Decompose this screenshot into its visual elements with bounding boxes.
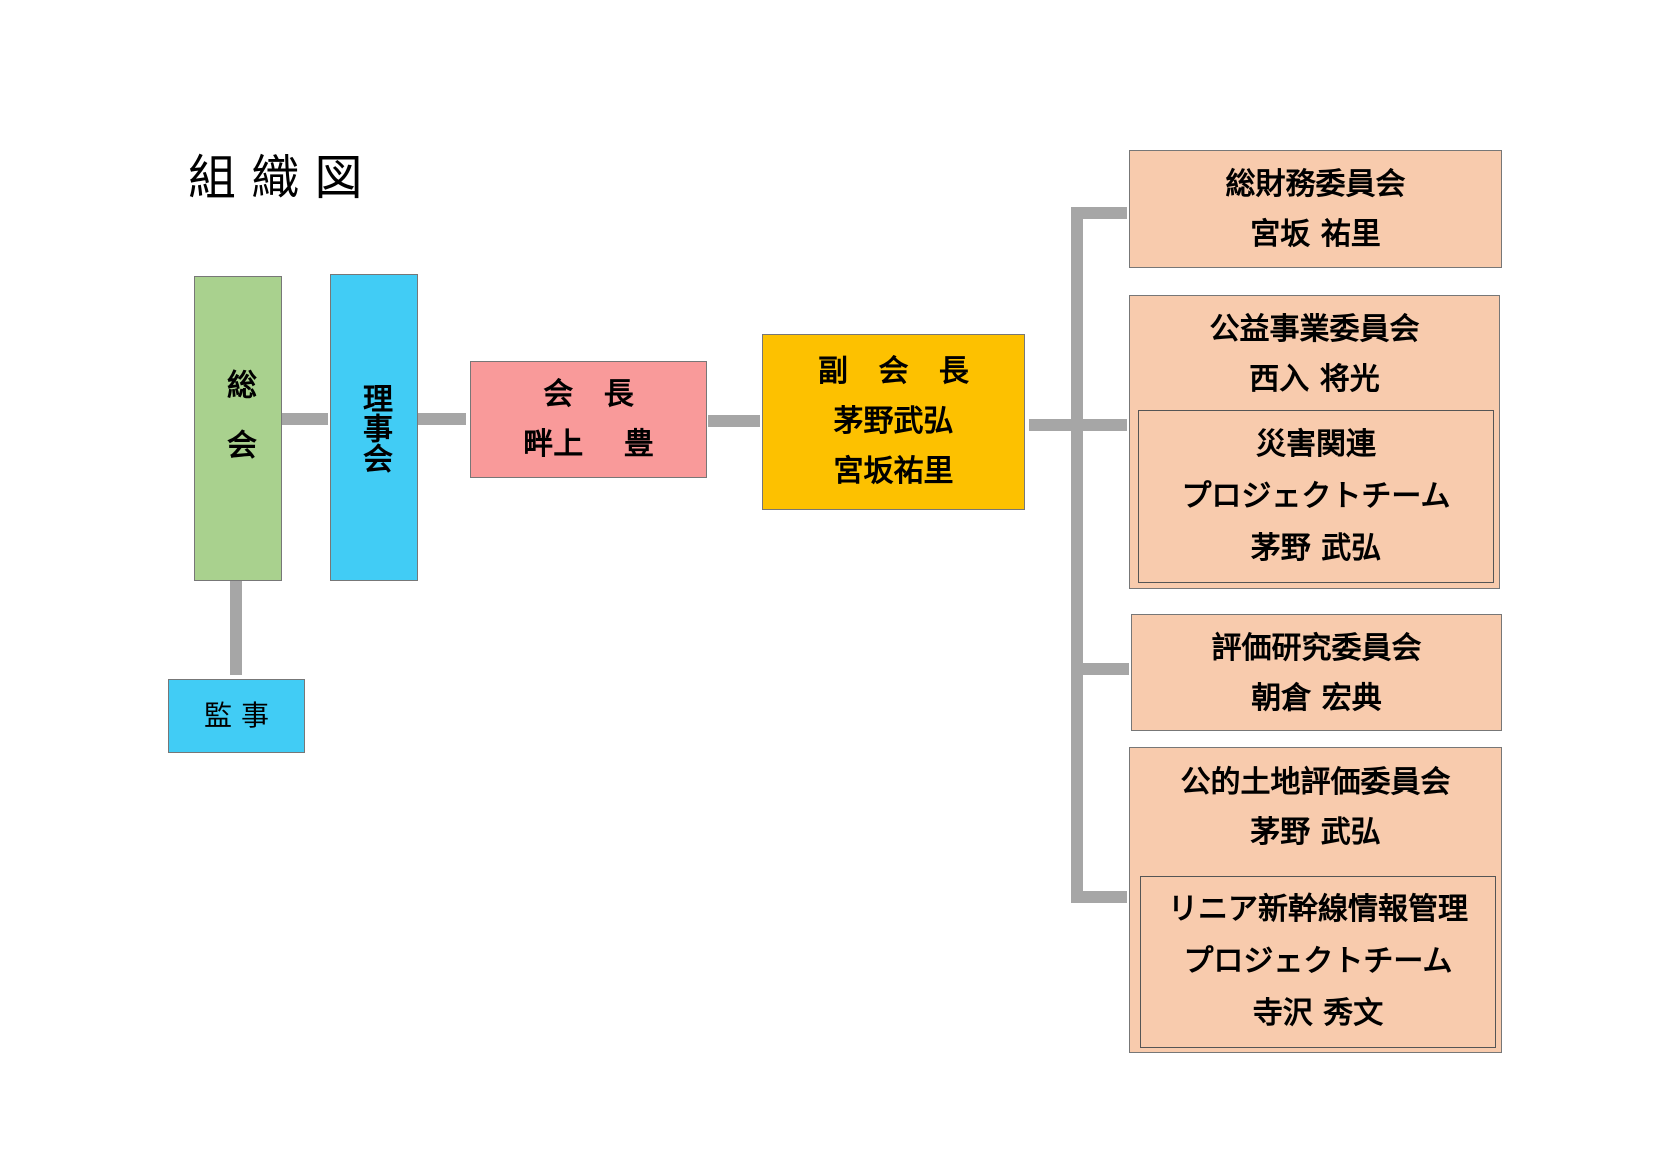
general-meeting-box: 総会 <box>194 276 282 581</box>
president-box: 会 長 畔上 豊 <box>470 361 707 478</box>
connector-meeting-auditor <box>230 581 242 675</box>
project-team-1-line-3: 茅野 武弘 <box>1250 530 1382 566</box>
connector-trunk <box>1071 207 1083 903</box>
committee-box-4: 公的土地評価委員会 茅野 武弘 リニア新幹線情報管理 プロジェクトチーム 寺沢 … <box>1129 747 1502 1053</box>
connector-branch-3 <box>1071 663 1129 675</box>
president-name: 畔上 豊 <box>523 426 654 462</box>
connector-meeting-board <box>282 413 328 425</box>
connector-president-vice <box>708 415 760 427</box>
committee-box-2: 公益事業委員会 西入 将光 災害関連 プロジェクトチーム 茅野 武弘 <box>1129 295 1500 589</box>
committee-name-2: 公益事業委員会 <box>1209 312 1420 347</box>
vice-president-name-1: 茅野武弘 <box>833 404 954 439</box>
project-team-2-line-3: 寺沢 秀文 <box>1252 996 1384 1031</box>
auditor-label: 監 事 <box>204 699 269 732</box>
page-title: 組 織 図 <box>188 150 363 206</box>
connector-vice-trunk <box>1029 419 1077 431</box>
vice-president-name-2: 宮坂祐里 <box>833 454 954 489</box>
connector-board-president <box>418 413 466 425</box>
vice-president-box: 副 会 長 茅野武弘 宮坂祐里 <box>762 334 1025 510</box>
committee-name-3: 評価研究委員会 <box>1211 631 1422 666</box>
connector-branch-4 <box>1071 891 1127 903</box>
project-team-box-1: 災害関連 プロジェクトチーム 茅野 武弘 <box>1138 410 1494 583</box>
committee-name-1: 総財務委員会 <box>1225 167 1406 202</box>
president-role: 会 長 <box>543 376 634 412</box>
board-label: 理事会 <box>357 382 392 473</box>
committee-box-3: 評価研究委員会 朝倉 宏典 <box>1131 614 1502 731</box>
project-team-1-line-2: プロジェクトチーム <box>1181 478 1451 514</box>
board-box: 理事会 <box>330 274 418 581</box>
auditor-box: 監 事 <box>168 679 305 753</box>
committee-box-1: 総財務委員会 宮坂 祐里 <box>1129 150 1502 268</box>
project-team-2-line-2: プロジェクトチーム <box>1183 944 1453 979</box>
connector-branch-1 <box>1071 207 1127 219</box>
project-team-1-line-1: 災害関連 <box>1256 426 1376 462</box>
vice-president-role: 副 会 長 <box>818 354 969 389</box>
committee-chair-4: 茅野 武弘 <box>1250 815 1381 850</box>
committee-chair-2: 西入 将光 <box>1249 362 1380 397</box>
committee-chair-3: 朝倉 宏典 <box>1251 681 1382 716</box>
committee-name-4: 公的土地評価委員会 <box>1180 765 1451 800</box>
connector-branch-2 <box>1071 419 1127 431</box>
project-team-2-line-1: リニア新幹線情報管理 <box>1168 892 1468 927</box>
committee-chair-1: 宮坂 祐里 <box>1250 217 1381 252</box>
general-meeting-label: 総会 <box>221 368 256 489</box>
project-team-box-2: リニア新幹線情報管理 プロジェクトチーム 寺沢 秀文 <box>1140 876 1496 1048</box>
